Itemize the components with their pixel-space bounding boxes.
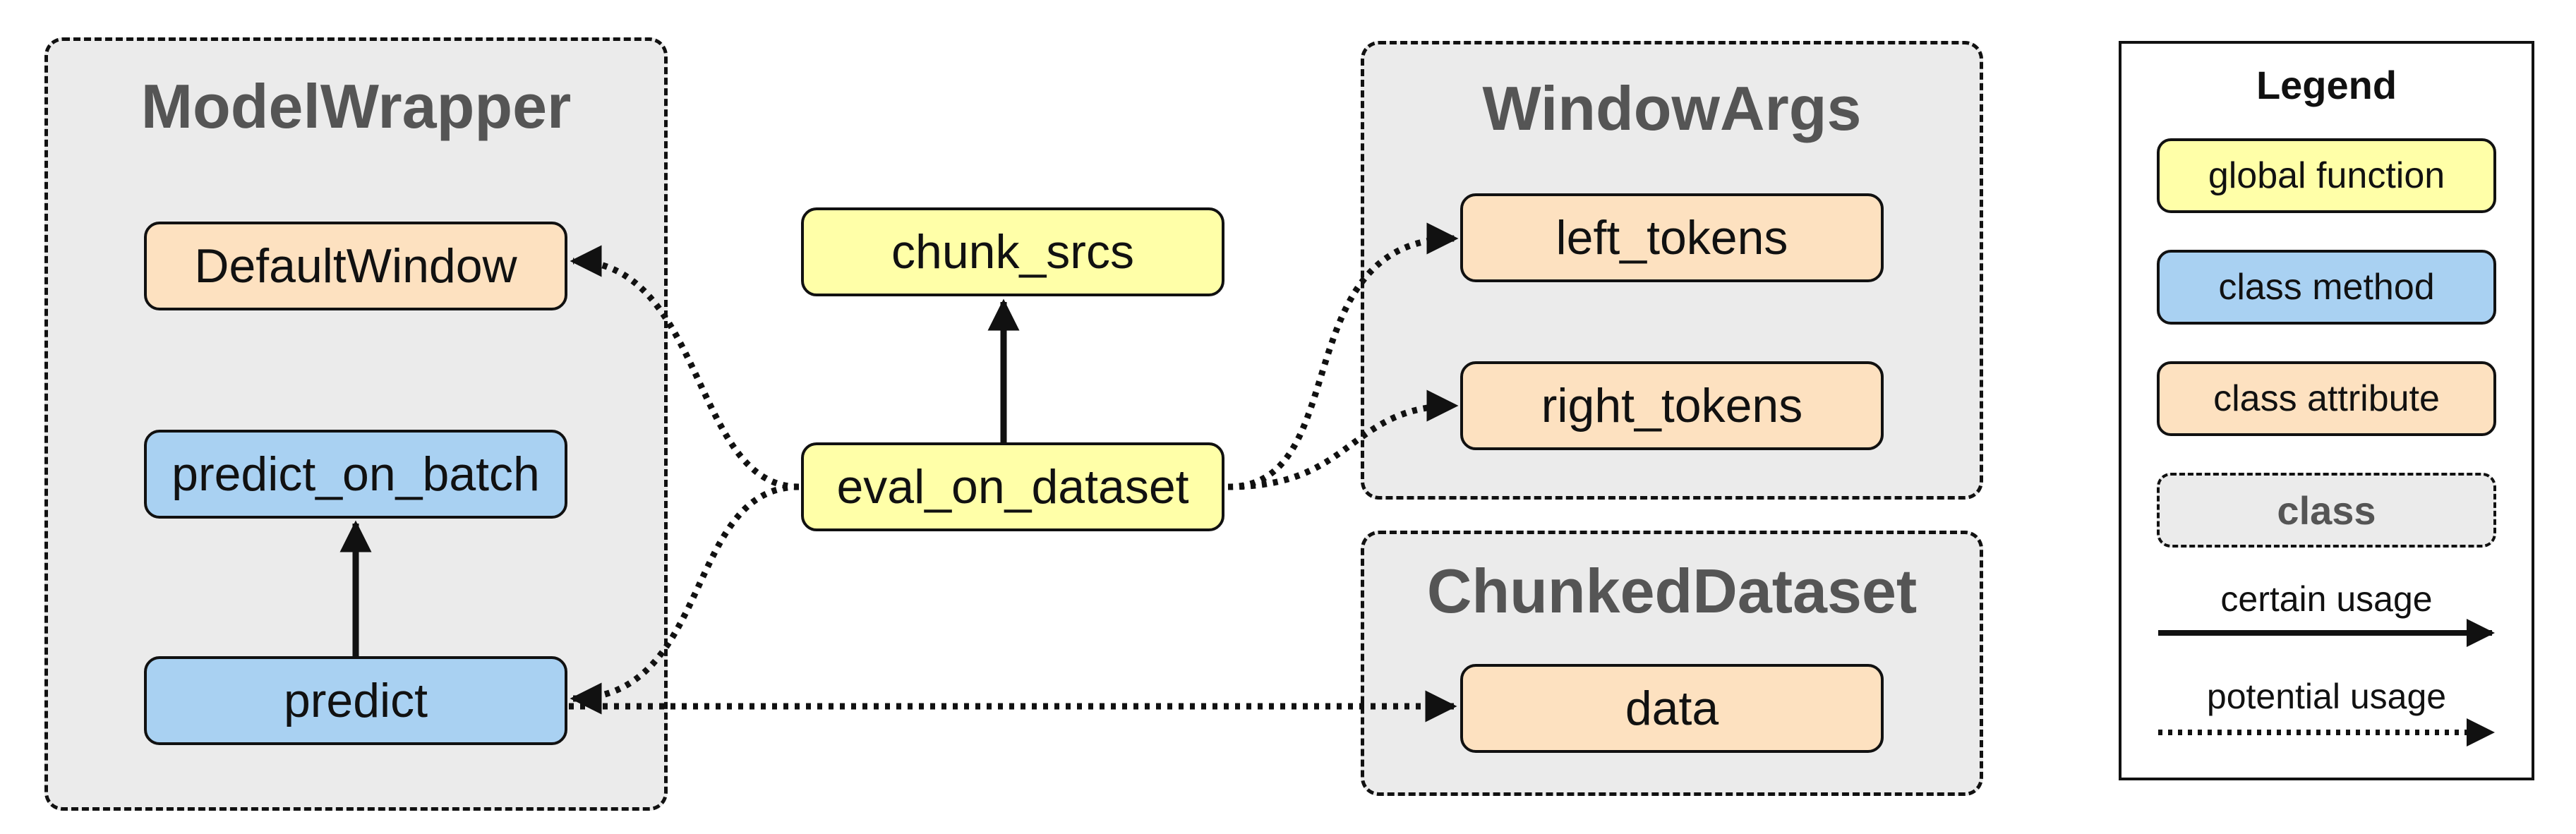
node-predict: predict [144,656,567,745]
legend-class-attribute: class attribute [2157,361,2496,436]
edge-eval-to-predict [570,483,800,715]
edge-eval-to-right-tokens [1227,389,1459,490]
legend: Legend global function class method clas… [2119,41,2534,780]
node-eval-on-dataset: eval_on_dataset [801,442,1224,531]
edge-eval-to-default-window [570,245,800,490]
legend-global-function: global function [2157,138,2496,213]
legend-title: Legend [2256,63,2397,107]
node-chunk-srcs: chunk_srcs [801,207,1224,296]
class-title-model-wrapper: ModelWrapper [140,71,572,141]
edge-eval-to-left-tokens [1227,222,1459,490]
class-title-chunked-dataset: ChunkedDataset [1426,556,1918,626]
class-title-window-args: WindowArgs [1482,73,1862,143]
legend-certain-usage-label: certain usage [2220,579,2433,619]
node-right-tokens: right_tokens [1460,361,1884,450]
node-left-tokens: left_tokens [1460,193,1884,282]
legend-class: class [2157,473,2496,548]
legend-lines [2158,619,2495,747]
legend-class-method: class method [2157,250,2496,325]
legend-potential-usage-label: potential usage [2206,677,2447,716]
node-data: data [1460,664,1884,753]
node-default-window: DefaultWindow [144,222,567,310]
node-predict-on-batch: predict_on_batch [144,430,567,519]
